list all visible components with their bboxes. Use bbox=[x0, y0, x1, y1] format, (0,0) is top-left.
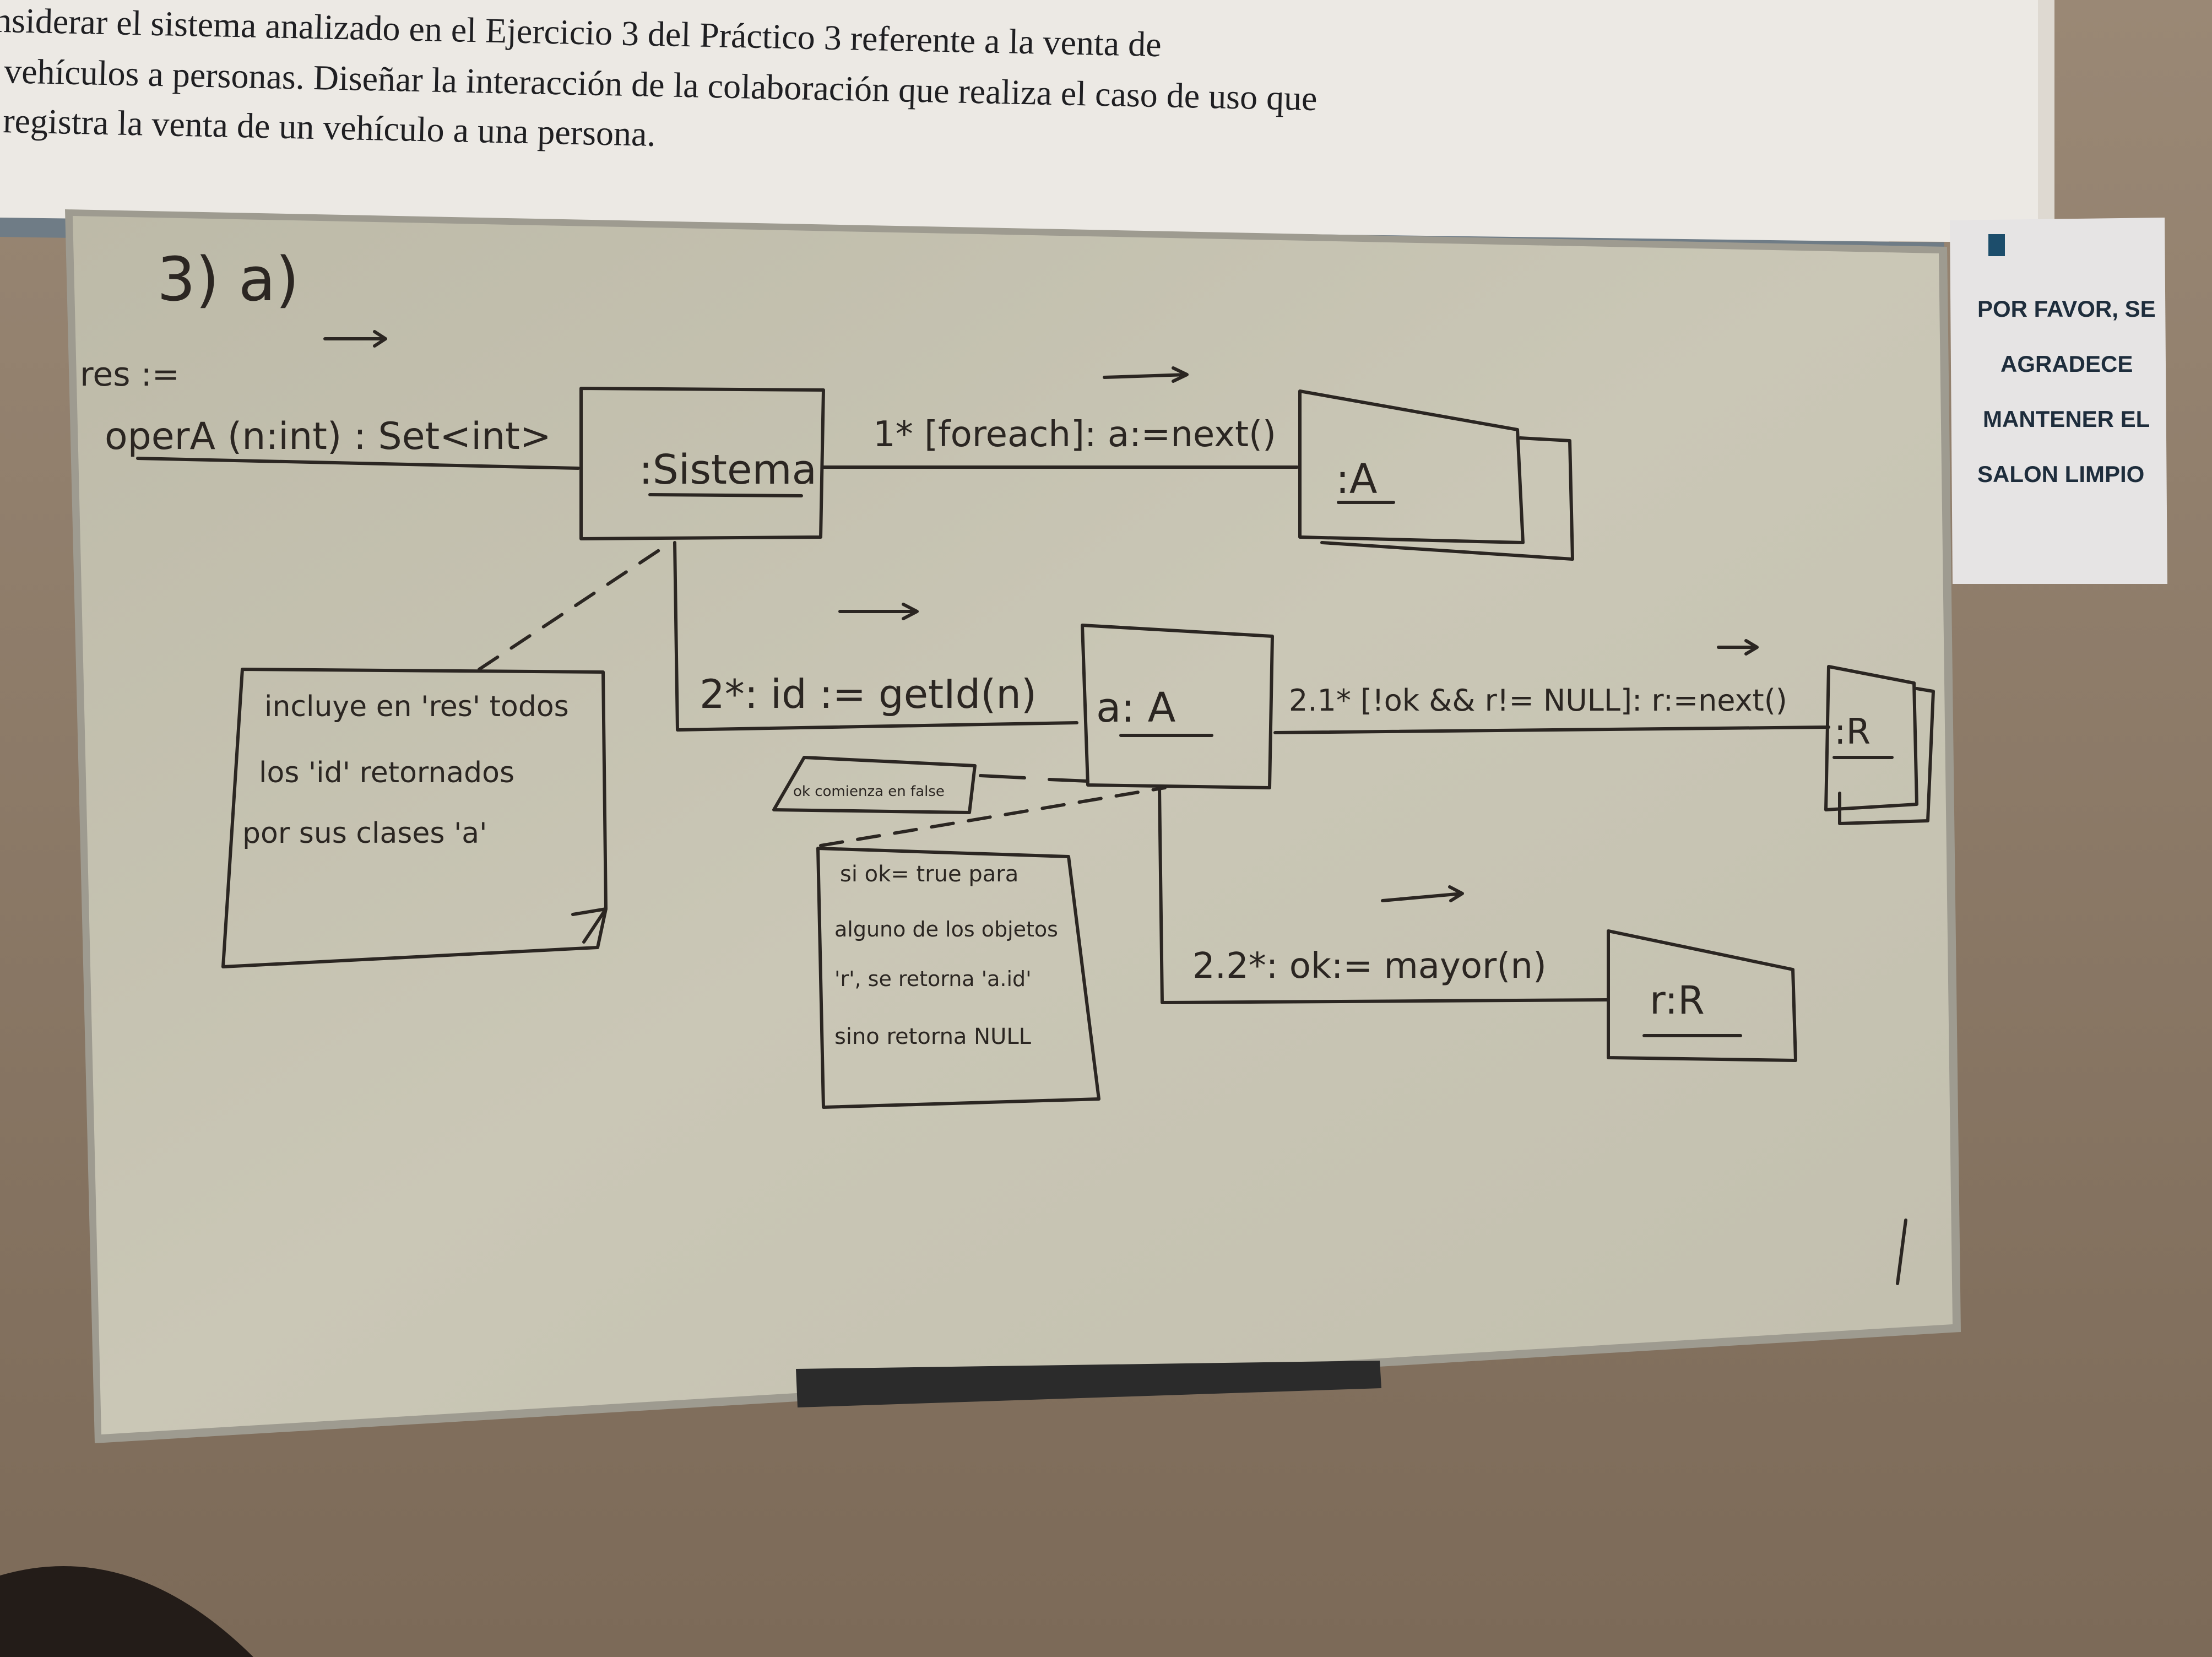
projection-right-edge bbox=[2038, 0, 2054, 242]
a-multi-label: :A bbox=[1336, 456, 1378, 503]
r-multiobject-back bbox=[1838, 687, 1935, 825]
arrow-m2 bbox=[838, 603, 919, 620]
small-note-link bbox=[979, 774, 1089, 783]
note2-line-2: alguno de los objetos bbox=[834, 917, 1058, 941]
message-2-2: 2.2*: ok:= mayor(n) bbox=[1192, 946, 1547, 987]
link-a-r-multi bbox=[1273, 725, 1830, 734]
opera-signature: operA (n:int) : Set<int> bbox=[105, 415, 551, 458]
r-multiobject-box bbox=[1824, 665, 1918, 811]
arrow-m1 bbox=[1103, 366, 1189, 383]
note2-line-4: sino retorna NULL bbox=[834, 1024, 1032, 1049]
clean-room-sign: POR FAVOR, SE AGRADECE MANTENER EL SALON… bbox=[1950, 218, 2167, 584]
message-2: 2*: id := getId(n) bbox=[700, 671, 1037, 717]
sistema-box bbox=[579, 387, 825, 540]
note2-box bbox=[816, 847, 1100, 1109]
link-sistema-a-single bbox=[673, 541, 1078, 732]
note1-line-3: por sus clases 'a' bbox=[242, 817, 487, 850]
opera-underline bbox=[136, 457, 580, 470]
sistema-underline bbox=[648, 493, 803, 497]
a-multiobject-box bbox=[1298, 389, 1525, 544]
r-single-box bbox=[1607, 929, 1797, 1062]
note2-line-3: 'r', se retorna 'a.id' bbox=[834, 967, 1032, 991]
link-a-r-single bbox=[1158, 786, 1610, 1004]
note1-line-1: incluye en 'res' todos bbox=[264, 690, 569, 723]
arrow-m22 bbox=[1381, 885, 1464, 902]
small-note-box bbox=[772, 756, 977, 814]
sign-line-2: AGRADECE bbox=[2000, 351, 2133, 377]
res-label: res := bbox=[80, 355, 180, 394]
projection-screen bbox=[0, 0, 2049, 242]
note1-anchor bbox=[478, 544, 668, 671]
arrow-res bbox=[323, 330, 387, 348]
message-1: 1* [foreach]: a:=next() bbox=[873, 414, 1276, 455]
message-2-1: 2.1* [!ok && r!= NULL]: r:=next() bbox=[1289, 683, 1787, 718]
note1-line-2: los 'id' retornados bbox=[259, 756, 514, 789]
sign-line-3: MANTENER EL bbox=[1983, 406, 2150, 432]
sistema-label: :Sistema bbox=[639, 446, 817, 494]
sign-line-1: POR FAVOR, SE bbox=[1977, 296, 2156, 322]
r-single-label: r:R bbox=[1650, 978, 1705, 1023]
sign-logo bbox=[1988, 234, 2005, 256]
note1-box bbox=[221, 668, 608, 968]
a-single-box bbox=[1081, 624, 1274, 789]
small-note-text: ok comienza en false bbox=[793, 783, 945, 800]
r-multi-label: :R bbox=[1834, 712, 1871, 752]
stray-mark bbox=[1896, 1219, 1907, 1285]
sign-line-4: SALON LIMPIO bbox=[1977, 461, 2144, 487]
note2-line-1: si ok= true para bbox=[840, 862, 1018, 887]
note1-corner bbox=[571, 907, 608, 944]
sign-paper bbox=[1950, 218, 2167, 584]
a-multiobject-back bbox=[1320, 436, 1574, 561]
foreground-shadow bbox=[0, 1566, 253, 1657]
diagram-drawing bbox=[136, 330, 1935, 1285]
whiteboard-surface bbox=[73, 216, 1953, 1434]
note2-anchor bbox=[819, 786, 1167, 847]
a-single-label: a: A bbox=[1096, 684, 1176, 732]
diagram-text: 3) a) res := operA (n:int) : Set<int> :S… bbox=[80, 244, 1871, 1049]
exercise-heading: 3) a) bbox=[157, 244, 299, 315]
arrow-m21 bbox=[1717, 639, 1759, 656]
marker-tray bbox=[796, 1361, 1381, 1407]
